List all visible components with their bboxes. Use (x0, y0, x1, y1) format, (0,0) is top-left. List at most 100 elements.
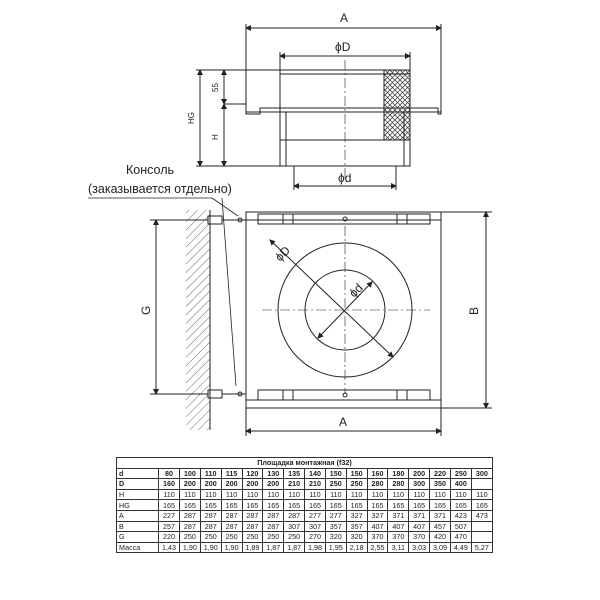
row-label: B (115, 520, 160, 533)
table-cell: 250 (345, 478, 368, 490)
table-cell: 407 (387, 520, 410, 533)
table-cell: 165 (262, 499, 285, 511)
row-label: G (115, 531, 160, 543)
table-cell: 287 (241, 509, 264, 522)
section-dim-H: H (211, 134, 220, 140)
table-cell: 2,55 (366, 541, 389, 554)
table-cell: 165 (345, 499, 368, 511)
table-cell: 110 (345, 488, 368, 501)
table-cell: 300 (408, 478, 431, 490)
table-cell: 327 (345, 509, 368, 522)
table-cell: 165 (304, 499, 326, 511)
table-cell: 160 (366, 467, 389, 480)
table-cell: 180 (387, 467, 410, 480)
table-cell: 280 (387, 478, 410, 490)
table-cell: 110 (220, 488, 243, 501)
technical-drawing: A ϕD ϕd 55 HG H Консоль (заказывается от… (88, 11, 492, 436)
table-cell: 220 (158, 531, 180, 543)
table-cell: 3,11 (387, 541, 410, 554)
table-cell: 165 (283, 499, 306, 511)
table-cell: 165 (449, 499, 472, 511)
table-cell: 287 (178, 509, 201, 522)
table-cell: 80 (158, 467, 180, 480)
table-cell: 150 (324, 467, 347, 480)
table-cell: 110 (262, 488, 285, 501)
section-view (196, 24, 442, 190)
table-cell: 407 (366, 520, 389, 533)
table-cell: 140 (304, 467, 326, 480)
table-cell: 165 (387, 499, 410, 511)
table-cell: 357 (345, 520, 368, 533)
table-cell: 287 (241, 520, 264, 533)
table-cell (470, 531, 494, 543)
table-cell: 200 (178, 478, 201, 490)
table-cell: 165 (470, 499, 494, 511)
table-cell: 287 (220, 509, 243, 522)
table-cell: 3,09 (429, 541, 451, 554)
row-label: HG (115, 499, 160, 511)
table-cell: 470 (449, 531, 472, 543)
table-cell: 165 (324, 499, 347, 511)
section-dim-d: ϕd (338, 171, 351, 185)
table-cell: 110 (366, 488, 389, 501)
table-cell: 420 (429, 531, 451, 543)
table-cell: 287 (199, 520, 222, 533)
table-cell: 200 (241, 478, 264, 490)
table-cell: 1,43 (158, 541, 180, 554)
table-cell: 110 (387, 488, 410, 501)
table-cell: 210 (283, 478, 306, 490)
front-dim-B: B (467, 307, 481, 315)
table-cell: 287 (262, 509, 285, 522)
table-caption-row: Площадка монтажная (f32) (116, 457, 493, 469)
table-cell: 165 (241, 499, 264, 511)
table-cell: 220 (429, 467, 451, 480)
table-cell: 250 (241, 531, 264, 543)
table-cell: 423 (449, 509, 472, 522)
table-cell: 287 (199, 509, 222, 522)
section-dim-D: ϕD (335, 40, 351, 54)
table-cell: 350 (429, 478, 451, 490)
table-cell: 370 (408, 531, 431, 543)
table-cell: 277 (304, 509, 326, 522)
table-cell: 250 (283, 531, 306, 543)
table-cell: 357 (324, 520, 347, 533)
table-cell: 287 (283, 509, 306, 522)
table-cell: 473 (470, 509, 494, 522)
table-cell: 110 (283, 488, 306, 501)
table-cell: 250 (449, 467, 472, 480)
front-dim-G: G (139, 306, 153, 315)
section-dim-A: A (340, 11, 348, 25)
section-dim-HG: HG (187, 112, 196, 124)
table-cell: 457 (429, 520, 451, 533)
table-cell: 270 (304, 531, 326, 543)
table-cell: 165 (429, 499, 451, 511)
table-cell: 110 (324, 488, 347, 501)
table-cell: 165 (366, 499, 389, 511)
table-cell: 165 (220, 499, 243, 511)
table-cell: 4,49 (449, 541, 472, 554)
table-cell: 110 (199, 467, 222, 480)
table-cell: 370 (366, 531, 389, 543)
table-cell: 250 (178, 531, 201, 543)
table-cell: 115 (220, 467, 243, 480)
table-cell: 407 (408, 520, 431, 533)
table-cell (470, 520, 494, 533)
table-cell: 507 (449, 520, 472, 533)
table-cell: 250 (324, 478, 347, 490)
front-dim-D: ϕD (272, 243, 293, 264)
table-cell: 370 (387, 531, 410, 543)
table-cell: 110 (241, 488, 264, 501)
table-cell: 371 (408, 509, 431, 522)
row-label: H (115, 488, 160, 501)
table-cell: 1,87 (262, 541, 285, 554)
table-cell: 110 (449, 488, 472, 501)
table-cell: 320 (345, 531, 368, 543)
table-cell: 135 (283, 467, 306, 480)
table-cell: 165 (199, 499, 222, 511)
